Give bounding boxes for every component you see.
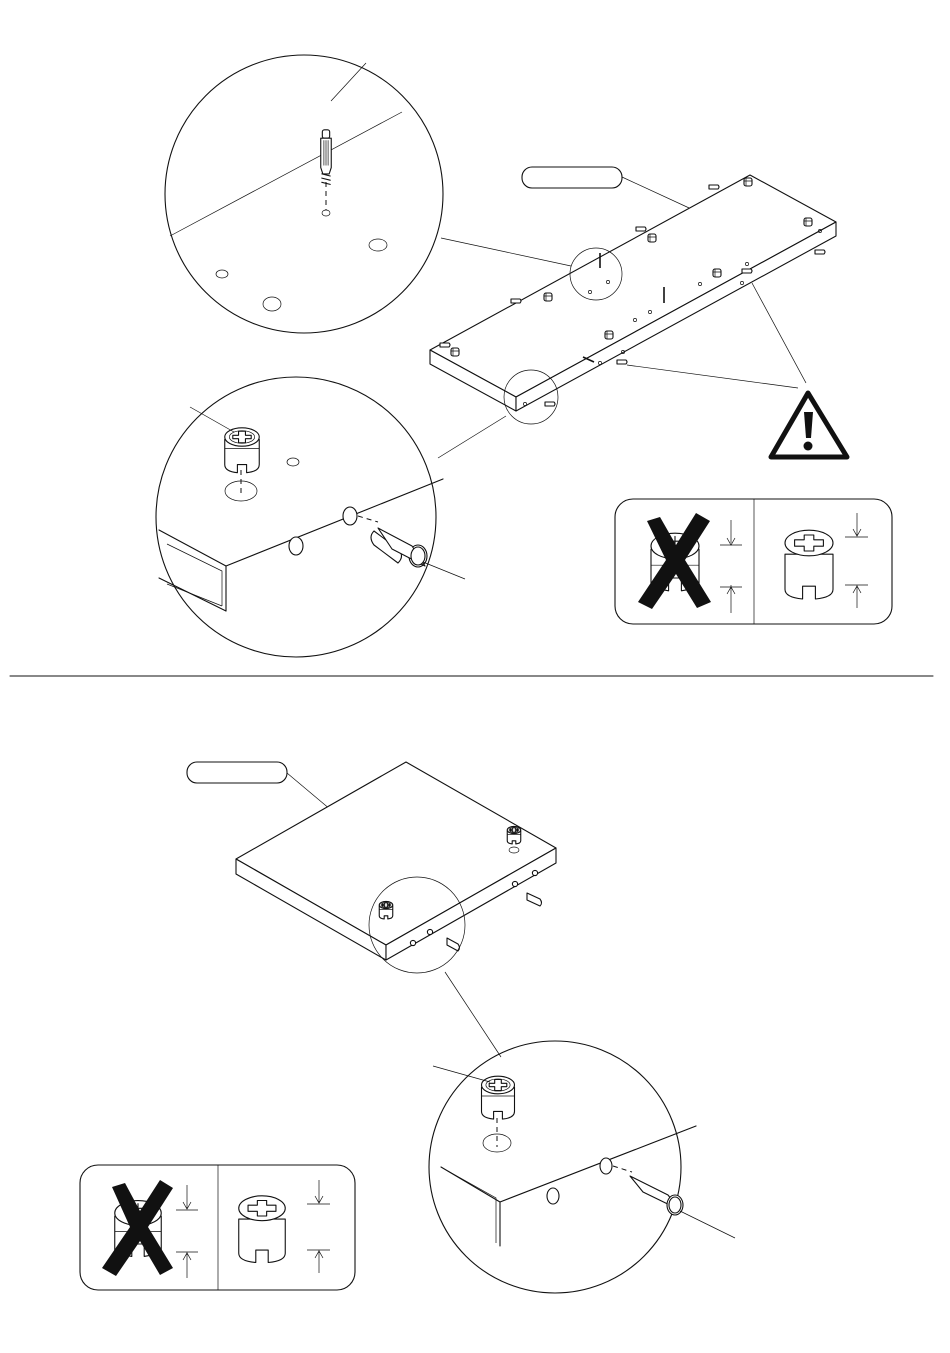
orientation-guide-1 bbox=[615, 499, 892, 624]
cam-lock-detail-callout bbox=[156, 377, 465, 657]
correct-orientation-2 bbox=[239, 1180, 330, 1273]
wrong-orientation bbox=[638, 513, 742, 613]
orientation-guide-2 bbox=[80, 1165, 355, 1290]
dowel-detail-callout bbox=[165, 55, 443, 333]
cam-lock-detail-callout-2 bbox=[429, 1041, 735, 1293]
step-2 bbox=[80, 762, 735, 1293]
step-1-part-tag bbox=[522, 167, 700, 213]
long-panel bbox=[430, 175, 836, 411]
square-panel bbox=[236, 762, 556, 960]
correct-orientation bbox=[785, 513, 868, 608]
cross-mark-icon-2 bbox=[102, 1180, 173, 1276]
cross-mark-icon bbox=[638, 513, 711, 609]
wrong-orientation-2 bbox=[102, 1180, 198, 1278]
warning-triangle-icon bbox=[771, 393, 847, 457]
step-1 bbox=[156, 55, 892, 657]
